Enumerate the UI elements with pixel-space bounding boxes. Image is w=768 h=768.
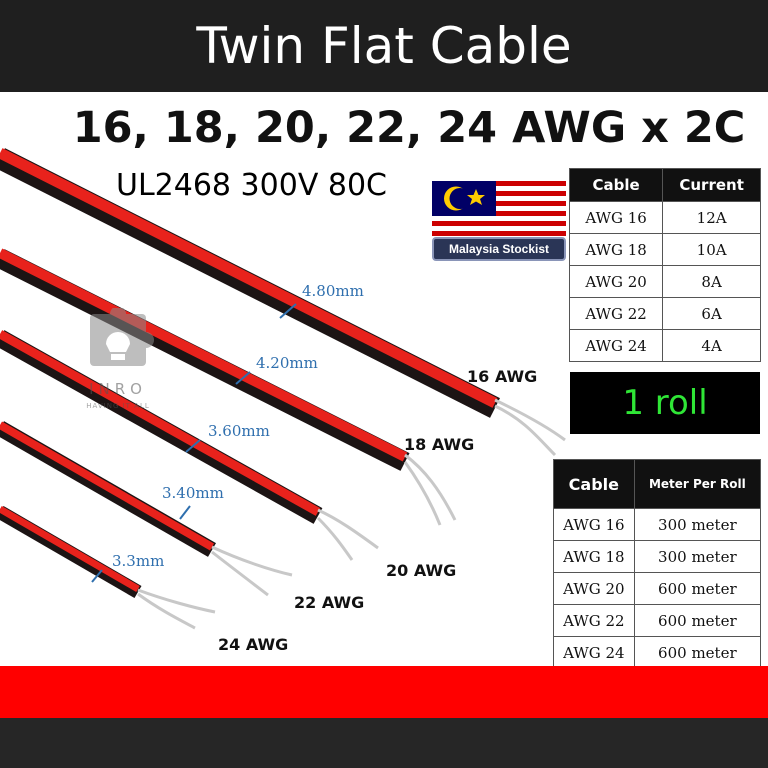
cable-22-awg: 3.40mm 22 AWG (0, 421, 364, 612)
table-row: AWG 20 8A (568, 265, 761, 298)
cell-cable: AWG 16 (553, 508, 635, 541)
cable-18-awg: 4.20mm 18 AWG (0, 248, 474, 526)
cell-cable: AWG 18 (553, 540, 635, 573)
cell-cable: AWG 24 (553, 636, 635, 669)
table-row: AWG 24 600 meter (553, 636, 762, 669)
malaysia-stockist-badge: Malaysia Stockist (432, 237, 566, 261)
red-conductor (0, 421, 214, 551)
cell-meter: 300 meter (633, 540, 762, 573)
stripped-wire (211, 545, 293, 597)
roll-quantity-badge: 1 roll (570, 372, 760, 434)
table-row: AWG 22 6A (568, 297, 761, 330)
dimension-arrow-icon (235, 371, 251, 385)
current-rating-table: Cable Current AWG 16 12A AWG 18 10A AWG … (568, 168, 761, 362)
dimension-label-18: 4.20mm (256, 354, 318, 372)
cell-current: 10A (662, 233, 761, 266)
inro-logo: INRO HAVING IT ALL (86, 308, 154, 410)
red-conductor (0, 505, 140, 593)
svg-text:HAVING IT ALL: HAVING IT ALL (86, 402, 150, 410)
svg-text:INRO: INRO (89, 380, 147, 398)
page-title: Twin Flat Cable (0, 0, 768, 92)
cable-16-awg: 4.80mm 16 AWG (0, 148, 566, 457)
red-conductor (0, 248, 408, 462)
column-header-current: Current (662, 168, 761, 202)
gauge-label-24: 24 AWG (218, 635, 288, 654)
dimension-label-22: 3.40mm (162, 484, 224, 502)
dimension-arrow-icon (91, 569, 103, 583)
cell-cable: AWG 20 (553, 572, 635, 605)
cell-cable: AWG 24 (568, 329, 664, 362)
cell-meter: 300 meter (633, 508, 762, 541)
product-subtitle: 16, 18, 20, 22, 24 AWG x 2C (72, 103, 746, 153)
stripped-wire (403, 453, 457, 526)
cell-current: 6A (662, 297, 761, 330)
gauge-label-20: 20 AWG (386, 561, 456, 580)
column-header-meter-per-roll: Meter Per Roll (633, 459, 762, 509)
column-header-cable: Cable (568, 168, 664, 202)
cell-meter: 600 meter (633, 636, 762, 669)
gauge-label-22: 22 AWG (294, 593, 364, 612)
table-row: AWG 20 600 meter (553, 572, 762, 605)
stripped-wire (137, 588, 216, 630)
table-row: AWG 18 300 meter (553, 540, 762, 573)
red-conductor (0, 148, 498, 408)
cable-24-awg: 3.3mm 24 AWG (0, 505, 288, 654)
dimension-label-16: 4.80mm (302, 282, 364, 300)
cell-cable: AWG 22 (553, 604, 635, 637)
dimension-label-24: 3.3mm (112, 552, 164, 570)
cell-current: 4A (662, 329, 761, 362)
dimension-arrow-icon (279, 303, 297, 319)
cell-current: 8A (662, 265, 761, 298)
dimension-arrow-icon (179, 505, 191, 520)
cell-current: 12A (662, 201, 761, 234)
cell-meter: 600 meter (633, 604, 762, 637)
cable-rating: UL2468 300V 80C (116, 168, 387, 203)
red-conductor (0, 330, 321, 516)
table-row: AWG 24 4A (568, 329, 761, 362)
table-row: AWG 22 600 meter (553, 604, 762, 637)
gauge-label-16: 16 AWG (467, 367, 537, 386)
bottom-dark-band (0, 718, 768, 768)
bottom-red-band (0, 666, 768, 718)
column-header-cable: Cable (553, 459, 635, 509)
table-row: AWG 16 12A (568, 201, 761, 234)
stripped-wire (316, 508, 379, 561)
cell-cable: AWG 16 (568, 201, 664, 234)
cell-cable: AWG 18 (568, 233, 664, 266)
table-header-row: Cable Meter Per Roll (553, 459, 762, 509)
table-row: AWG 16 300 meter (553, 508, 762, 541)
stripped-wire (494, 398, 566, 457)
cell-meter: 600 meter (633, 572, 762, 605)
cable-20-awg: 3.60mm 20 AWG (0, 330, 456, 580)
table-row: AWG 18 10A (568, 233, 761, 266)
dimension-arrow-icon (185, 439, 201, 453)
dimension-label-20: 3.60mm (208, 422, 270, 440)
cell-cable: AWG 22 (568, 297, 664, 330)
meter-per-roll-table: Cable Meter Per Roll AWG 16 300 meter AW… (553, 459, 762, 669)
cell-cable: AWG 20 (568, 265, 664, 298)
table-header-row: Cable Current (568, 168, 761, 202)
gauge-label-18: 18 AWG (404, 435, 474, 454)
